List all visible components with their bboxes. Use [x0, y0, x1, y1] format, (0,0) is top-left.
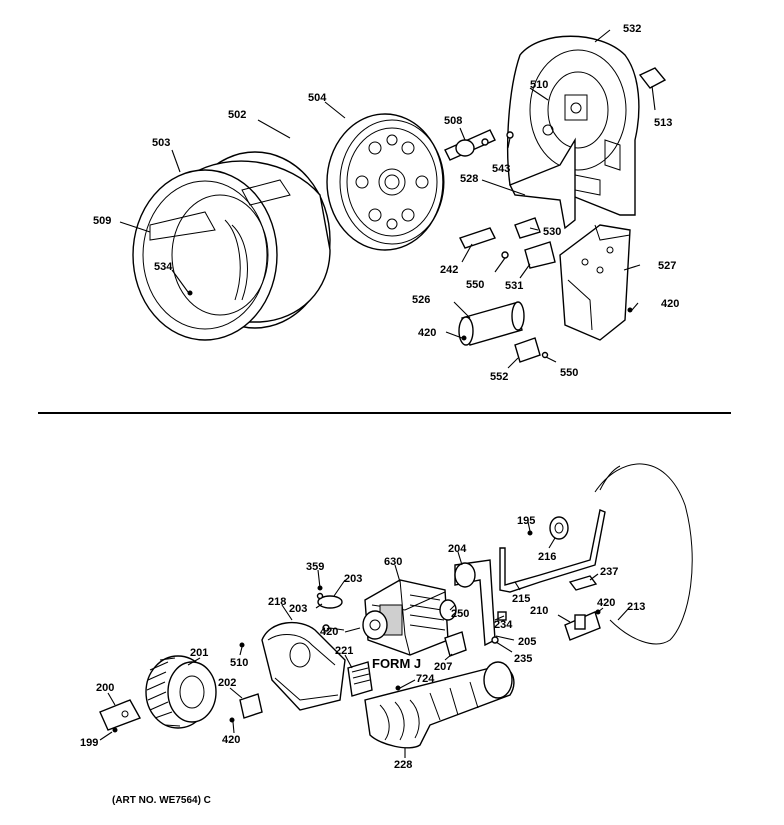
callout-530: 530 [543, 226, 561, 238]
callout-528: 528 [460, 173, 478, 185]
screw-510-part [239, 642, 245, 648]
bracket-513-part [638, 67, 667, 89]
callout-242: 242 [440, 264, 458, 276]
callout-218: 218 [268, 596, 286, 608]
blower-housing-part [261, 621, 346, 711]
rear-bulkhead-part [507, 35, 640, 216]
callout-234: 234 [494, 619, 513, 631]
callout-534: 534 [154, 261, 173, 273]
bracket-528-part [509, 137, 576, 230]
callout-359: 359 [306, 561, 324, 573]
callout-510-bottom: 510 [230, 657, 248, 669]
bracket-200-part [99, 699, 142, 733]
small-parts-group [459, 217, 556, 269]
belt-221-part [347, 661, 373, 697]
callout-508: 508 [444, 115, 462, 127]
idler-arm-part [499, 509, 606, 593]
callout-204: 204 [448, 543, 467, 555]
callout-550-bottom: 550 [560, 367, 578, 379]
housing-527-part [559, 224, 633, 341]
callout-200: 200 [96, 682, 114, 694]
callout-199: 199 [80, 737, 98, 749]
callout-207: 207 [434, 661, 452, 673]
callout-235: 235 [514, 653, 532, 665]
callout-250: 250 [451, 608, 469, 620]
drum-rear-part [326, 113, 445, 251]
leader-lines-top [119, 29, 656, 369]
exhaust-duct-part [364, 661, 515, 749]
callout-237: 237 [600, 566, 618, 578]
callout-527: 527 [658, 260, 676, 272]
belt-213-part [594, 463, 693, 645]
switch-552-part [514, 337, 549, 363]
form-label: FORM J [372, 656, 421, 671]
bracket-237-part [568, 575, 598, 591]
callout-509: 509 [93, 215, 111, 227]
callout-221: 221 [335, 645, 353, 657]
callout-420-bottom: 420 [222, 734, 240, 746]
callout-503: 503 [152, 137, 170, 149]
callout-513: 513 [654, 117, 672, 129]
drum-part [132, 151, 331, 341]
callout-215: 215 [512, 593, 530, 605]
callout-526: 526 [412, 294, 430, 306]
callout-502: 502 [228, 109, 246, 121]
callout-532: 532 [623, 23, 641, 35]
callout-202: 202 [218, 677, 236, 689]
callout-420-switch: 420 [597, 597, 615, 609]
callout-630: 630 [384, 556, 402, 568]
callout-203-top: 203 [344, 573, 362, 585]
callout-420-right: 420 [661, 298, 679, 310]
blower-wheel-part [145, 655, 217, 729]
callout-724: 724 [416, 673, 435, 685]
callout-531: 531 [505, 280, 523, 292]
callout-228: 228 [394, 759, 412, 771]
callout-420-top: 420 [418, 327, 436, 339]
bracket-202-part [229, 693, 263, 723]
switch-210-part [564, 609, 601, 641]
callout-195: 195 [517, 515, 535, 527]
leader-lines-bottom [99, 521, 630, 758]
bracket-204-part [454, 559, 507, 647]
art-number: (ART NO. WE7564) C [112, 795, 211, 806]
callout-203-left: 203 [289, 603, 307, 615]
callout-510-top: 510 [530, 79, 548, 91]
bracket-207-part [444, 631, 467, 657]
callout-504: 504 [308, 92, 327, 104]
callout-213: 213 [627, 601, 645, 613]
thermostat-part [444, 129, 514, 161]
callout-552: 552 [490, 371, 508, 383]
motor-part [344, 579, 457, 656]
capacitor-part [458, 301, 525, 346]
callout-210: 210 [530, 605, 548, 617]
clamp-203-part [316, 585, 343, 632]
callout-201: 201 [190, 647, 208, 659]
callout-205: 205 [518, 636, 536, 648]
callout-420-motor: 420 [320, 626, 338, 638]
callout-550-top: 550 [466, 279, 484, 291]
callout-543: 543 [492, 163, 510, 175]
callout-216: 216 [538, 551, 556, 563]
